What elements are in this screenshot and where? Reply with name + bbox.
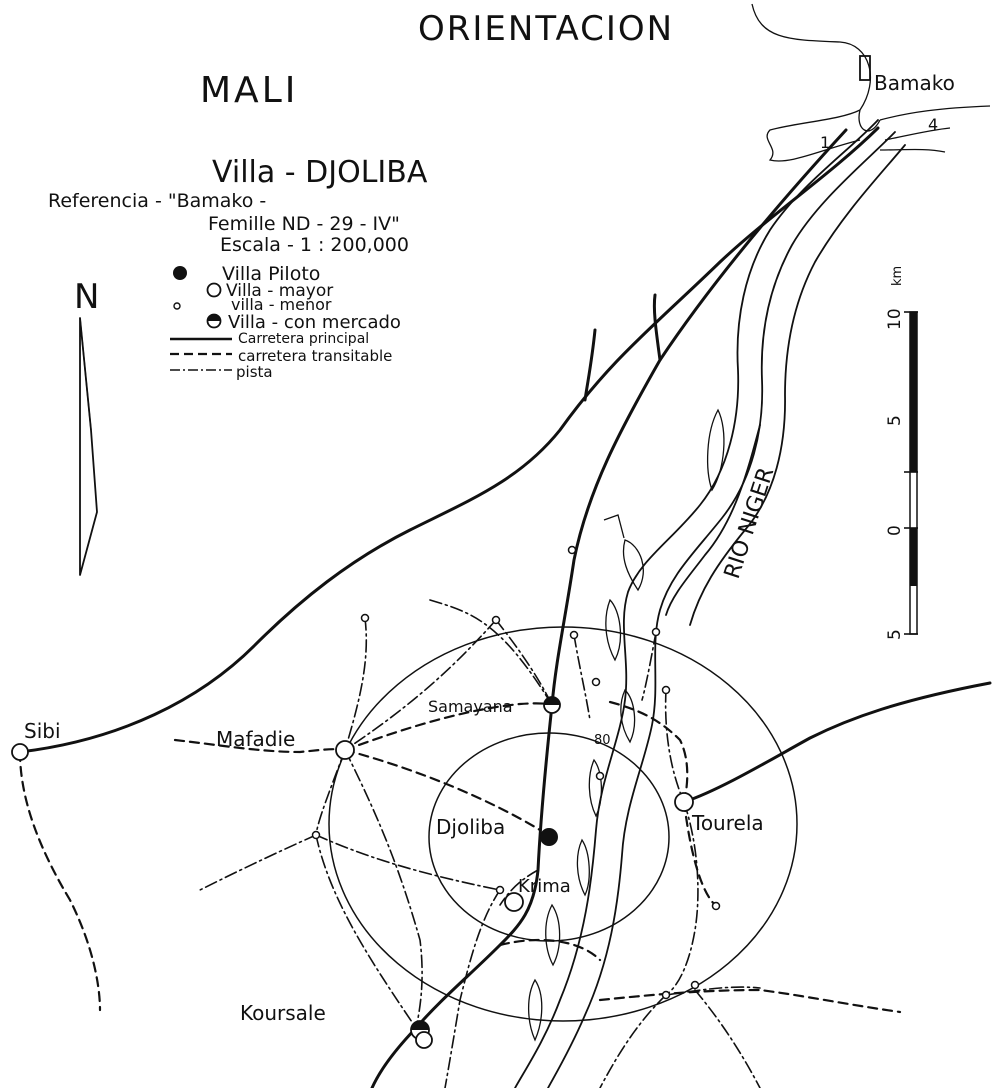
legend-label: pista — [236, 363, 273, 381]
filled-dot-symbol — [173, 266, 187, 280]
place-sibi: Sibi — [11, 719, 61, 761]
legend-item-market-village: Villa - con mercado — [206, 312, 401, 333]
half-fill — [207, 314, 221, 321]
legend-label: villa - menor — [231, 295, 332, 314]
legend-item-major-village: Villa - mayor — [206, 281, 333, 301]
niger-river: RIO NIGER 80 — [514, 119, 906, 1088]
market-half-fill — [544, 697, 560, 705]
legend-label: Carretera principal — [238, 331, 369, 347]
minor-village-marker — [311, 830, 321, 840]
legend-item-pilot-village: Villa Piloto — [173, 263, 320, 285]
place-samayana: Samayana — [428, 696, 561, 716]
map-header: ORIENTACION — [418, 9, 674, 49]
minor-village-marker — [491, 615, 501, 625]
legend-label: carretera transitable — [238, 347, 392, 365]
major-village-marker — [674, 792, 694, 812]
place-label-krima: Krima — [518, 876, 571, 897]
place-label-samayana: Samayana — [428, 697, 513, 716]
legend-item-minor-village: villa - menor — [173, 295, 332, 314]
large-circle-symbol — [206, 282, 222, 298]
minor-village-marker — [495, 885, 505, 895]
minor-village-marker — [661, 685, 671, 695]
place-label-tourela: Tourela — [691, 811, 764, 835]
small-circle-symbol — [173, 302, 181, 310]
minor-village-marker — [711, 901, 721, 911]
bamako-town — [859, 55, 871, 81]
minor-village-marker — [567, 545, 577, 555]
scale-tick-label: 5 — [885, 629, 905, 640]
minor-village-marker — [569, 630, 579, 640]
scale-segment-black — [910, 528, 917, 586]
minor-village-marker — [591, 677, 601, 687]
scale-tick-label: 5 — [885, 415, 905, 426]
north-arrow: N — [74, 277, 99, 576]
place-djoliba: Djoliba — [436, 815, 558, 846]
minor-village-marker — [661, 990, 671, 1000]
river-label: RIO NIGER — [720, 465, 779, 582]
reference-line-2: Femille ND - 29 - IV" — [208, 213, 400, 235]
place-label-koursale: Koursale — [240, 1001, 326, 1025]
legend-item-track: pista — [170, 363, 273, 381]
scale-tick-label: 10 — [885, 308, 905, 330]
place-koursale: Koursale — [240, 1001, 433, 1049]
place-label-djoliba: Djoliba — [436, 815, 505, 839]
place-label-mafadie: Mafadie — [216, 727, 295, 751]
country-name: MALI — [200, 70, 298, 111]
place-krima: Krima — [504, 876, 571, 912]
pilot-village-marker — [540, 828, 558, 846]
legend: Villa Piloto Villa - mayor villa - menor… — [170, 263, 401, 381]
legend-label: Villa - mayor — [226, 281, 333, 301]
minor-village-marker — [595, 771, 605, 781]
place-mafadie: Mafadie — [216, 727, 355, 760]
reference-line-3: Escala - 1 : 200,000 — [220, 234, 409, 256]
scale-bar: km 10 5 0 5 — [885, 266, 918, 640]
legend-label: Villa Piloto — [222, 263, 320, 285]
major-village-marker — [504, 892, 524, 912]
major-village-marker — [415, 1031, 433, 1049]
north-arrow-shaft — [79, 317, 92, 431]
map-title: Villa - DJOLIBA — [212, 155, 428, 190]
minor-villages — [311, 545, 721, 1000]
bamako-mark-4: 4 — [928, 115, 938, 134]
passable-roads — [18, 700, 902, 1014]
scale-tick-label: 0 — [885, 525, 905, 536]
minor-village-marker — [651, 627, 661, 637]
river-depth-mark: 80 — [594, 733, 611, 748]
place-label-bamako: Bamako — [874, 71, 955, 95]
bamako-tributaries: Bamako 1 4 — [751, 3, 991, 162]
market-half-fill — [411, 1021, 429, 1030]
north-label: N — [74, 277, 99, 317]
legend-label: Villa - con mercado — [228, 312, 401, 333]
north-arrow-icon — [79, 317, 98, 576]
place-label-sibi: Sibi — [24, 719, 61, 743]
reference-line-1: Referencia - "Bamako - — [48, 190, 266, 212]
legend-item-passable-road: carretera transitable — [170, 347, 392, 365]
place-tourela: Tourela — [674, 792, 764, 835]
legend-item-main-road: Carretera principal — [170, 331, 369, 347]
minor-village-marker — [360, 613, 370, 623]
major-village-marker — [335, 740, 355, 760]
scale-unit: km — [890, 266, 905, 286]
scale-segment-black — [910, 312, 917, 472]
minor-village-marker — [690, 980, 700, 990]
bamako-mark-1: 1 — [820, 133, 830, 152]
major-village-marker — [11, 743, 29, 761]
tracks — [199, 599, 761, 1088]
